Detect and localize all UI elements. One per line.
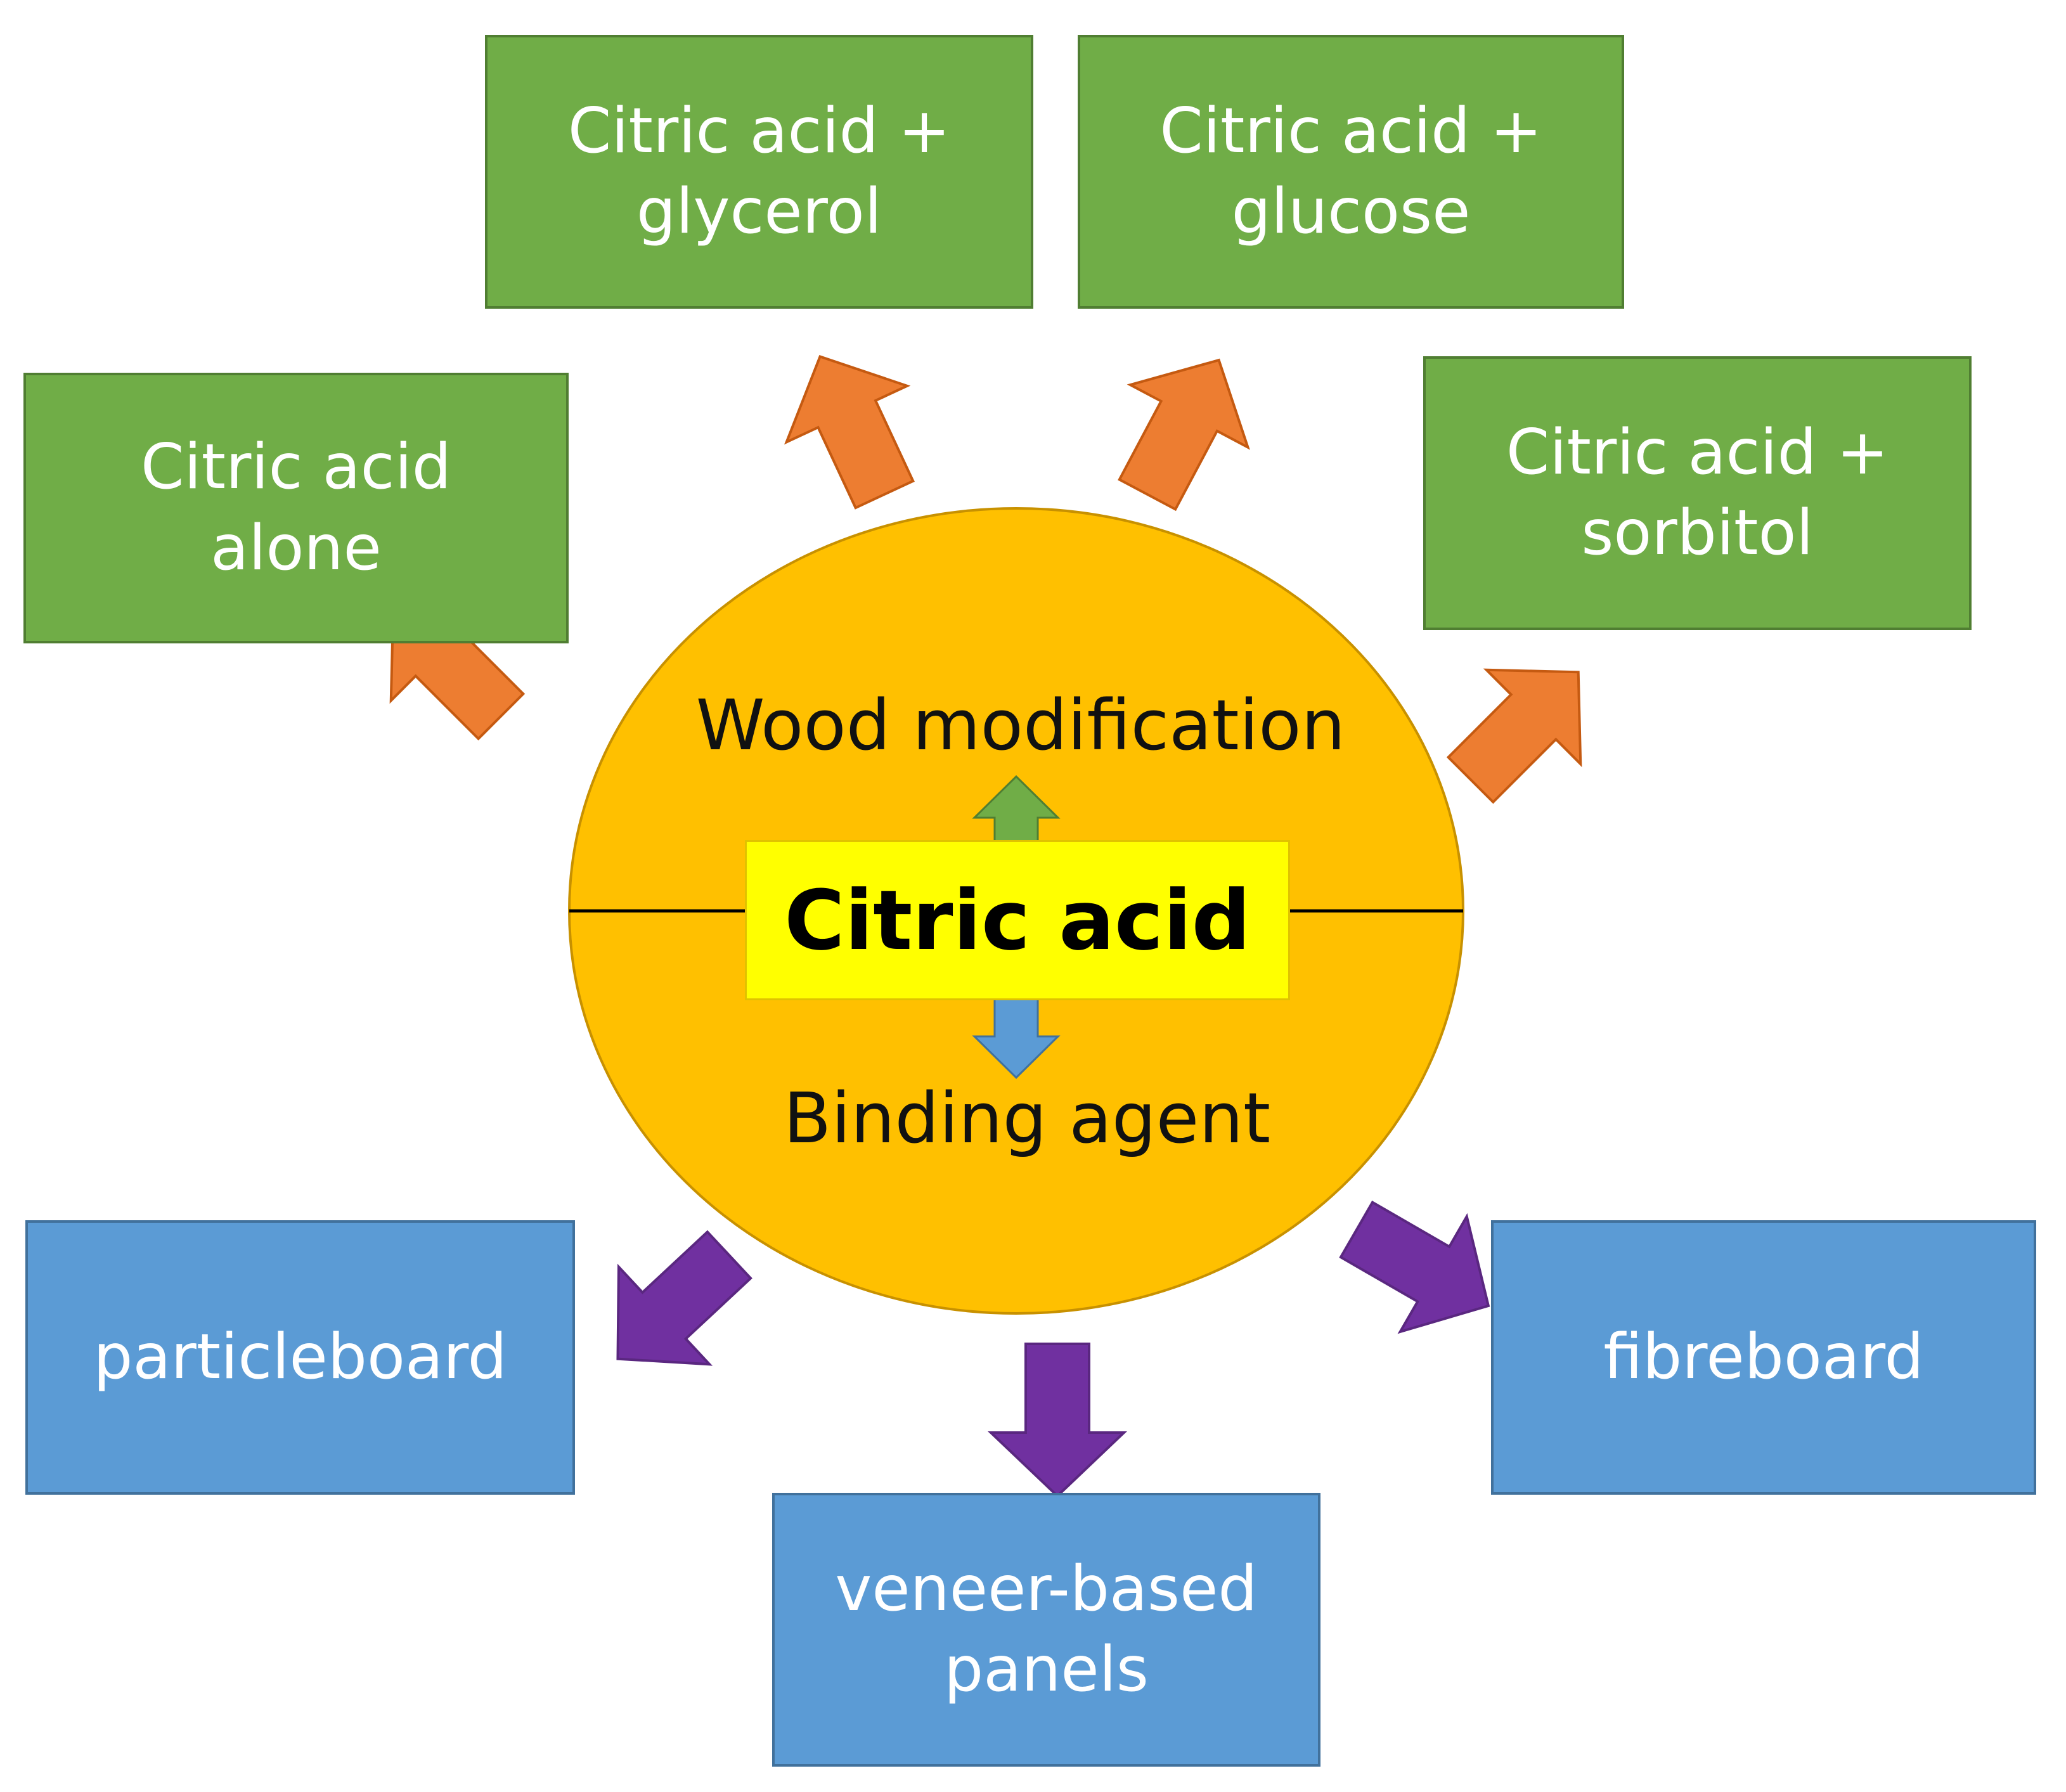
box-line: Citric acid <box>141 431 451 504</box>
box-citric-acid-alone: Citric acid alone <box>23 373 569 643</box>
box-citric-acid-sorbitol: Citric acid + sorbitol <box>1423 356 1972 630</box>
box-line: particleboard <box>93 1320 507 1393</box>
citric-acid-core-box: Citric acid <box>745 840 1290 1000</box>
binding-agent-label: Binding agent <box>783 1078 1271 1159</box>
box-line: glycerol <box>636 176 882 248</box>
box-line: panels <box>944 1634 1149 1706</box>
arrow-to-sorbitol <box>1446 668 1582 804</box>
arrow-to-fibreboard <box>1339 1200 1490 1334</box>
arrow-to-particleboard <box>616 1230 752 1366</box>
box-line: glucose <box>1231 176 1471 248</box>
box-veneer-based-panels: veneer-based panels <box>772 1493 1320 1767</box>
arrow-to-veneer <box>988 1343 1127 1498</box>
box-citric-acid-glucose: Citric acid + glucose <box>1078 35 1624 309</box>
box-line: fibreboard <box>1603 1320 1924 1393</box>
arrow-to-glucose <box>1118 358 1250 512</box>
arrow-to-glycerol <box>784 354 915 510</box>
wood-modification-label: Wood modification <box>695 685 1346 766</box>
box-fibreboard: fibreboard <box>1491 1220 2036 1495</box>
box-citric-acid-glycerol: Citric acid + glycerol <box>485 35 1033 309</box>
box-line: veneer-based <box>835 1552 1258 1625</box>
box-line: sorbitol <box>1581 497 1814 569</box>
box-line: Citric acid + <box>1506 416 1889 489</box>
box-line: alone <box>210 512 382 584</box>
box-line: Citric acid + <box>1159 94 1542 167</box>
box-particleboard: particleboard <box>25 1220 575 1495</box>
box-line: Citric acid + <box>567 94 951 167</box>
